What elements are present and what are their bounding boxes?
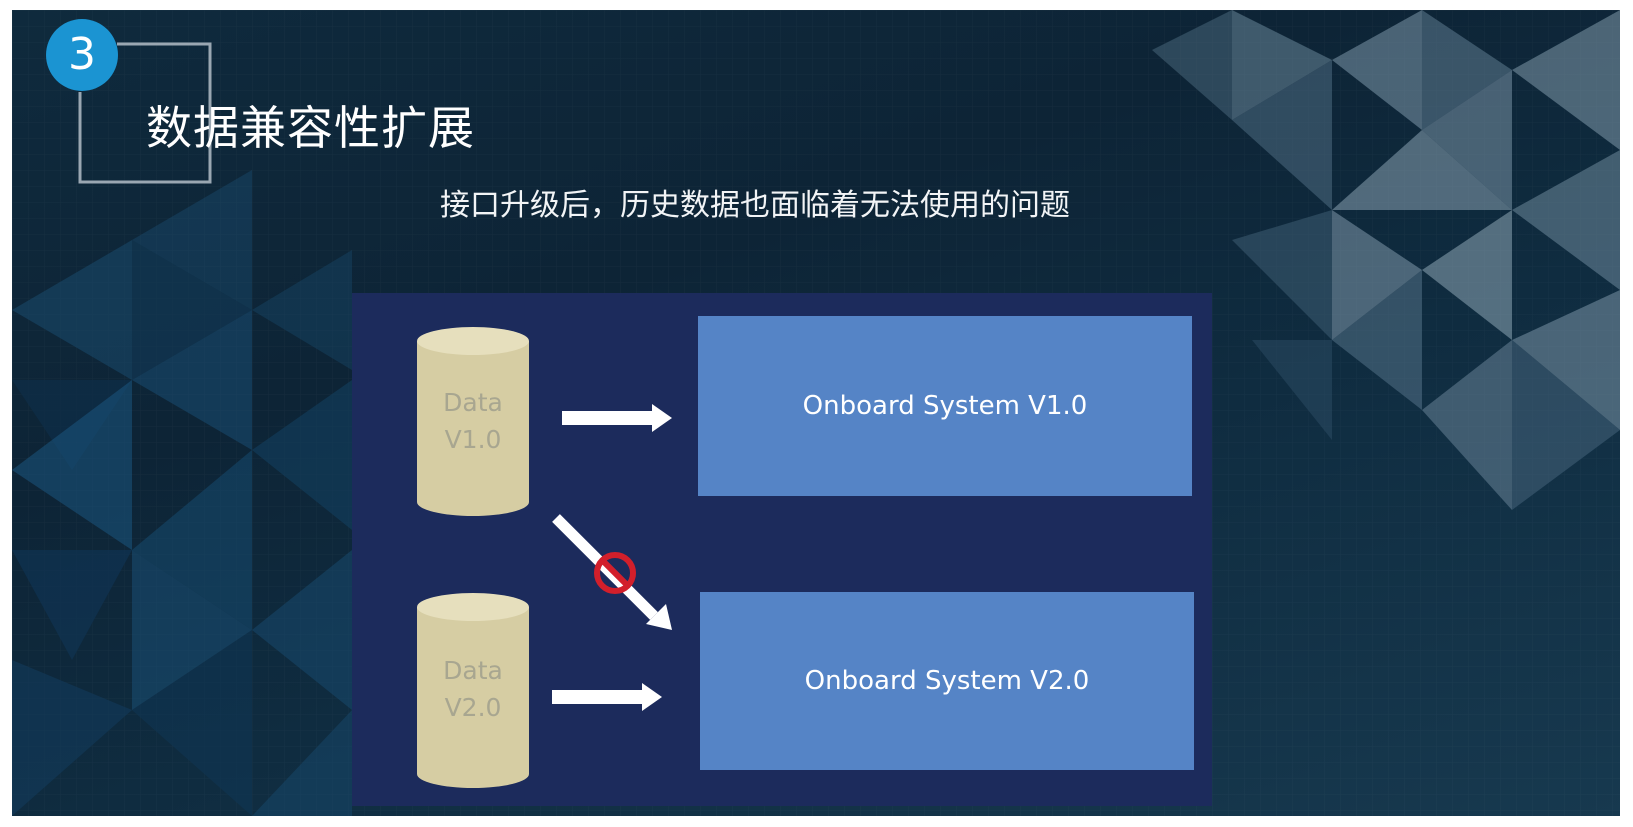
database-v1-cylinder	[417, 327, 529, 516]
onboard-system-v1-box: Onboard System V1.0	[698, 316, 1192, 496]
database-v1-label-line1: Data	[443, 388, 503, 417]
database-v1-label: Data V1.0	[417, 384, 529, 458]
arrow-data-v1-to-system-v1	[562, 404, 672, 432]
left-triangle-pattern	[12, 170, 352, 816]
database-v2-cylinder	[417, 593, 529, 788]
arrow-data-v2-to-system-v2	[552, 683, 662, 711]
onboard-system-v1-label: Onboard System V1.0	[802, 391, 1088, 421]
onboard-system-v2-box: Onboard System V2.0	[700, 592, 1194, 770]
section-number-badge: 3	[46, 19, 118, 91]
database-v2-label: Data V2.0	[417, 652, 529, 726]
right-triangle-pattern	[1152, 10, 1620, 510]
slide-subtitle: 接口升级后，历史数据也面临着无法使用的问题	[440, 188, 1070, 223]
prohibited-icon	[594, 552, 636, 594]
database-v1-label-line2: V1.0	[444, 425, 502, 454]
slide-title: 数据兼容性扩展	[146, 101, 475, 155]
database-v2-label-line1: Data	[443, 656, 503, 685]
onboard-system-v2-label: Onboard System V2.0	[804, 666, 1090, 696]
title-frame	[78, 42, 212, 184]
database-v2-label-line2: V2.0	[444, 693, 502, 722]
